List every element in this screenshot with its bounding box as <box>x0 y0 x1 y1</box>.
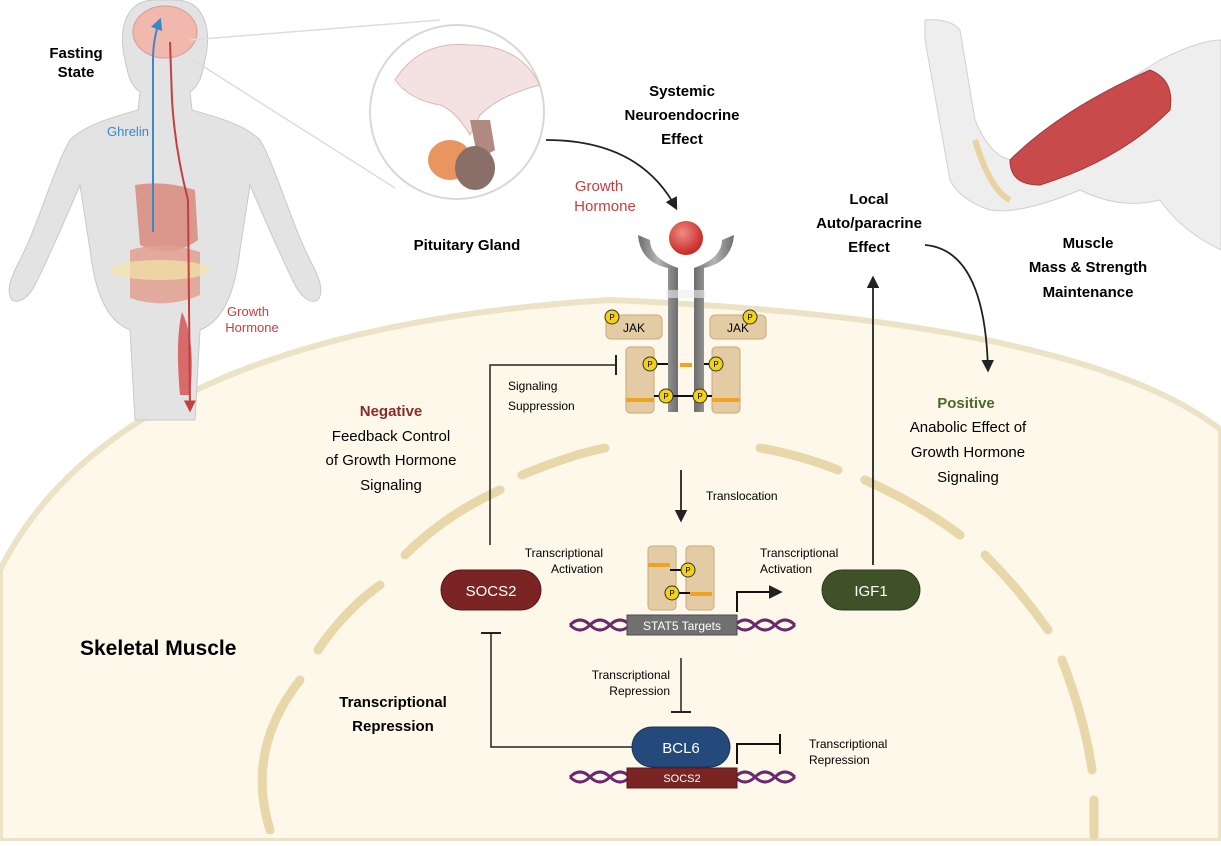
systemic-arrow <box>545 139 678 211</box>
bcl6-label: BCL6 <box>662 740 700 757</box>
socs2-gene-box <box>626 767 738 789</box>
negative-desc-3: Signaling <box>360 477 422 494</box>
svg-text:JAK: JAK <box>623 321 645 335</box>
svg-text:P: P <box>697 392 702 401</box>
stat5-targets-box <box>626 614 738 636</box>
svg-text:P: P <box>647 360 652 369</box>
pituitary-inset <box>369 24 545 200</box>
tr-big-2: Repression <box>352 718 434 735</box>
sig-supp-label-1: Signaling <box>508 379 557 393</box>
ta-left-1: Transcriptional <box>525 546 603 560</box>
zoom-line-bottom <box>189 57 396 189</box>
tr-big-1: Transcriptional <box>339 694 447 711</box>
svg-text:P: P <box>747 313 752 322</box>
muscle-label-1: Muscle <box>1063 235 1114 252</box>
gh-ligand-label-1: Growth <box>575 178 623 195</box>
translocation-label: Translocation <box>706 489 778 503</box>
muscle-label-3: Maintenance <box>1043 284 1134 301</box>
socs2-label: SOCS2 <box>466 583 517 600</box>
local-label-1: Local <box>849 191 888 208</box>
svg-text:P: P <box>663 392 668 401</box>
negative-label: Negative <box>360 403 423 420</box>
positive-label: Positive <box>937 395 995 412</box>
positive-desc-1: Anabolic Effect of <box>910 419 1027 436</box>
fasting-state-label: Fasting <box>49 45 102 62</box>
tr-mid-2: Repression <box>609 684 670 698</box>
stat5-targets-label: STAT5 Targets <box>643 619 721 633</box>
muscle-cell <box>0 296 1221 844</box>
ghrelin-arrow <box>150 17 163 232</box>
negative-desc-1: Feedback Control <box>332 428 450 445</box>
fasting-state-label-2: State <box>58 64 95 81</box>
fat-tissue <box>110 260 210 280</box>
stat5-receptor-bound: P P P P <box>625 346 741 414</box>
brain <box>132 5 198 59</box>
ta-left-2: Activation <box>551 562 603 576</box>
igf1-label: IGF1 <box>854 583 887 600</box>
igf1-protein <box>821 569 921 611</box>
negative-desc-2: of Growth Hormone <box>326 452 457 469</box>
body-gh-label-2: Hormone <box>225 320 278 335</box>
socs2-protein <box>440 569 542 611</box>
human-body <box>8 0 322 421</box>
muscle-label-2: Mass & Strength <box>1029 259 1147 276</box>
pituitary-label: Pituitary Gland <box>414 237 521 254</box>
jak-left: JAK P <box>604 309 663 340</box>
svg-text:P: P <box>685 566 690 575</box>
sig-supp-label-2: Suppression <box>508 399 575 413</box>
ta-right-2: Activation <box>760 562 812 576</box>
systemic-label-2: Neuroendocrine <box>624 107 739 124</box>
body-gh-label: Growth <box>227 304 269 319</box>
svg-text:JAK: JAK <box>727 321 749 335</box>
growth-hormone-ligand <box>669 221 703 255</box>
arm-muscle <box>924 19 1221 251</box>
svg-text:P: P <box>609 313 614 322</box>
tr-right-1: Transcriptional <box>809 737 887 751</box>
dna-socs2-gene <box>568 770 797 784</box>
tr-mid-1: Transcriptional <box>592 668 670 682</box>
growth-hormone-arrow <box>169 41 196 413</box>
positive-desc-3: Signaling <box>937 469 999 486</box>
ghrelin-label: Ghrelin <box>107 124 149 139</box>
tr-right-2: Repression <box>809 753 870 767</box>
bcl6-protein <box>631 726 731 768</box>
nuclear-envelope <box>257 443 1099 841</box>
bcl6-socs2-repression-line <box>490 633 632 748</box>
systemic-label-1: Systemic <box>649 83 715 100</box>
stomach-organs <box>135 183 198 252</box>
local-to-positive-arrow <box>924 244 995 373</box>
local-label-3: Effect <box>848 239 890 256</box>
jak-right: JAK P <box>709 309 767 340</box>
svg-text:P: P <box>669 589 674 598</box>
zoom-line-top <box>189 19 441 41</box>
skeletal-muscle-label: Skeletal Muscle <box>80 637 236 660</box>
dna-stat5-targets <box>568 618 797 632</box>
signaling-suppression-line <box>489 364 616 545</box>
ta-right-1: Transcriptional <box>760 546 838 560</box>
socs2-gene-repression-line <box>736 743 780 764</box>
svg-text:P: P <box>713 360 718 369</box>
stat5-dimer-nuclear: P P <box>647 545 715 611</box>
stat5-transcription-arrow <box>736 585 783 612</box>
gh-ligand-label-2: Hormone <box>574 198 636 215</box>
gh-receptor <box>638 221 734 412</box>
systemic-label-3: Effect <box>661 131 703 148</box>
socs2-gene-label: SOCS2 <box>663 773 700 785</box>
positive-desc-2: Growth Hormone <box>911 444 1025 461</box>
local-label-2: Auto/paracrine <box>816 215 922 232</box>
